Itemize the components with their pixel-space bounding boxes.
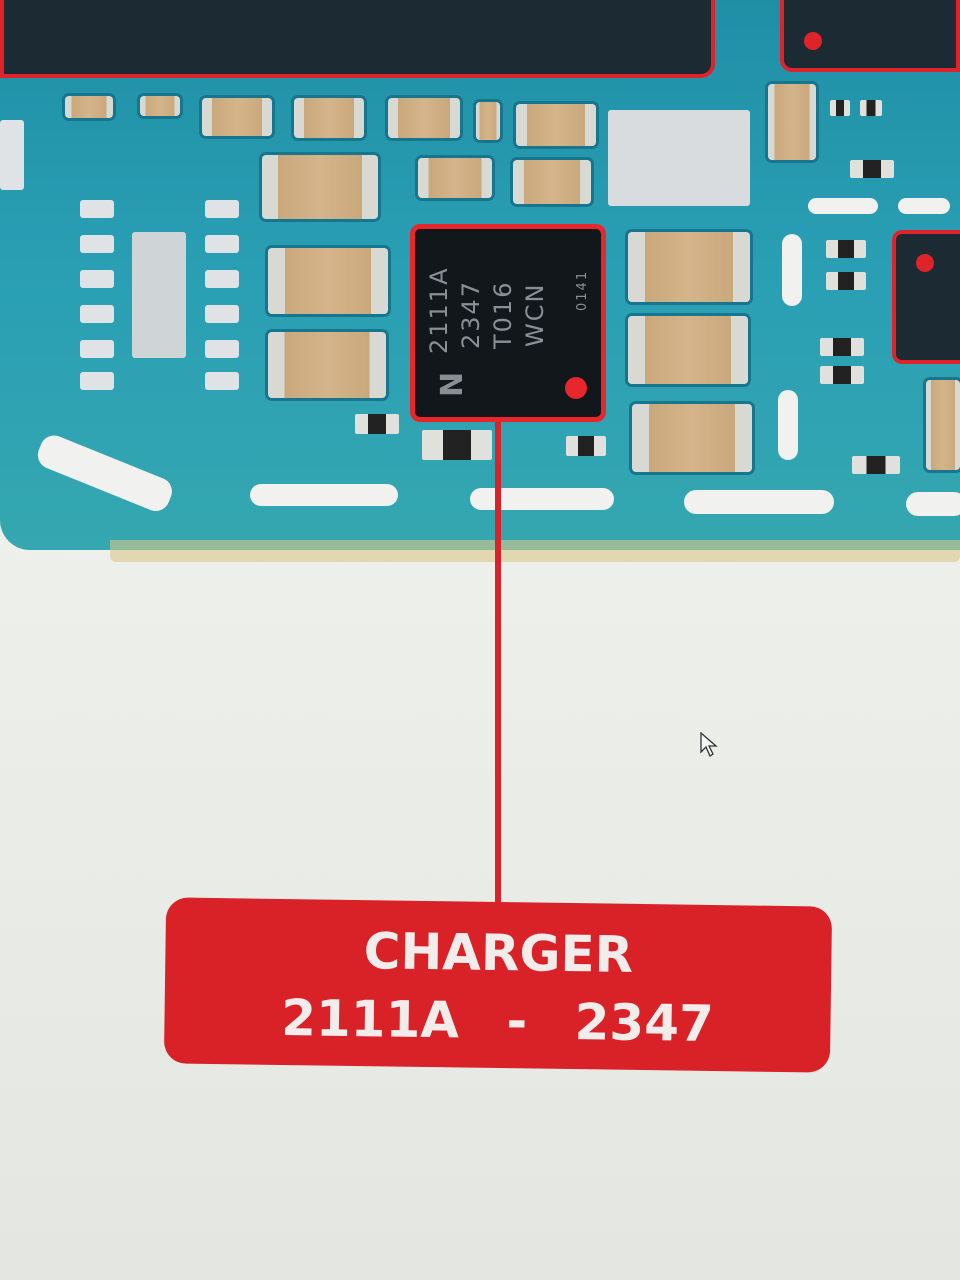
chip-marking-1: 2111A <box>425 266 453 355</box>
callout-leader-line <box>495 422 501 912</box>
highlighted-component-right <box>892 230 960 364</box>
board-edge <box>110 540 960 562</box>
chip-logo: N <box>435 369 470 397</box>
chip-marking-3: T016 <box>489 280 517 349</box>
chip-side-code: 0141 <box>575 269 590 311</box>
chip-marking-4: WCN <box>521 282 549 347</box>
pin1-marker <box>565 377 587 399</box>
pcb-board <box>0 0 960 550</box>
mouse-pointer-icon <box>700 732 718 757</box>
highlighted-component-top-right <box>780 0 960 72</box>
callout-part-number: 2111A - 2347 <box>280 988 715 1054</box>
chip-marking-2: 2347 <box>457 279 485 349</box>
callout-title: CHARGER <box>363 922 634 984</box>
highlighted-component-top <box>0 0 715 78</box>
charger-ic: N 2111A 2347 T016 WCN 0141 <box>410 224 606 422</box>
callout-label: CHARGER 2111A - 2347 <box>163 897 833 1073</box>
